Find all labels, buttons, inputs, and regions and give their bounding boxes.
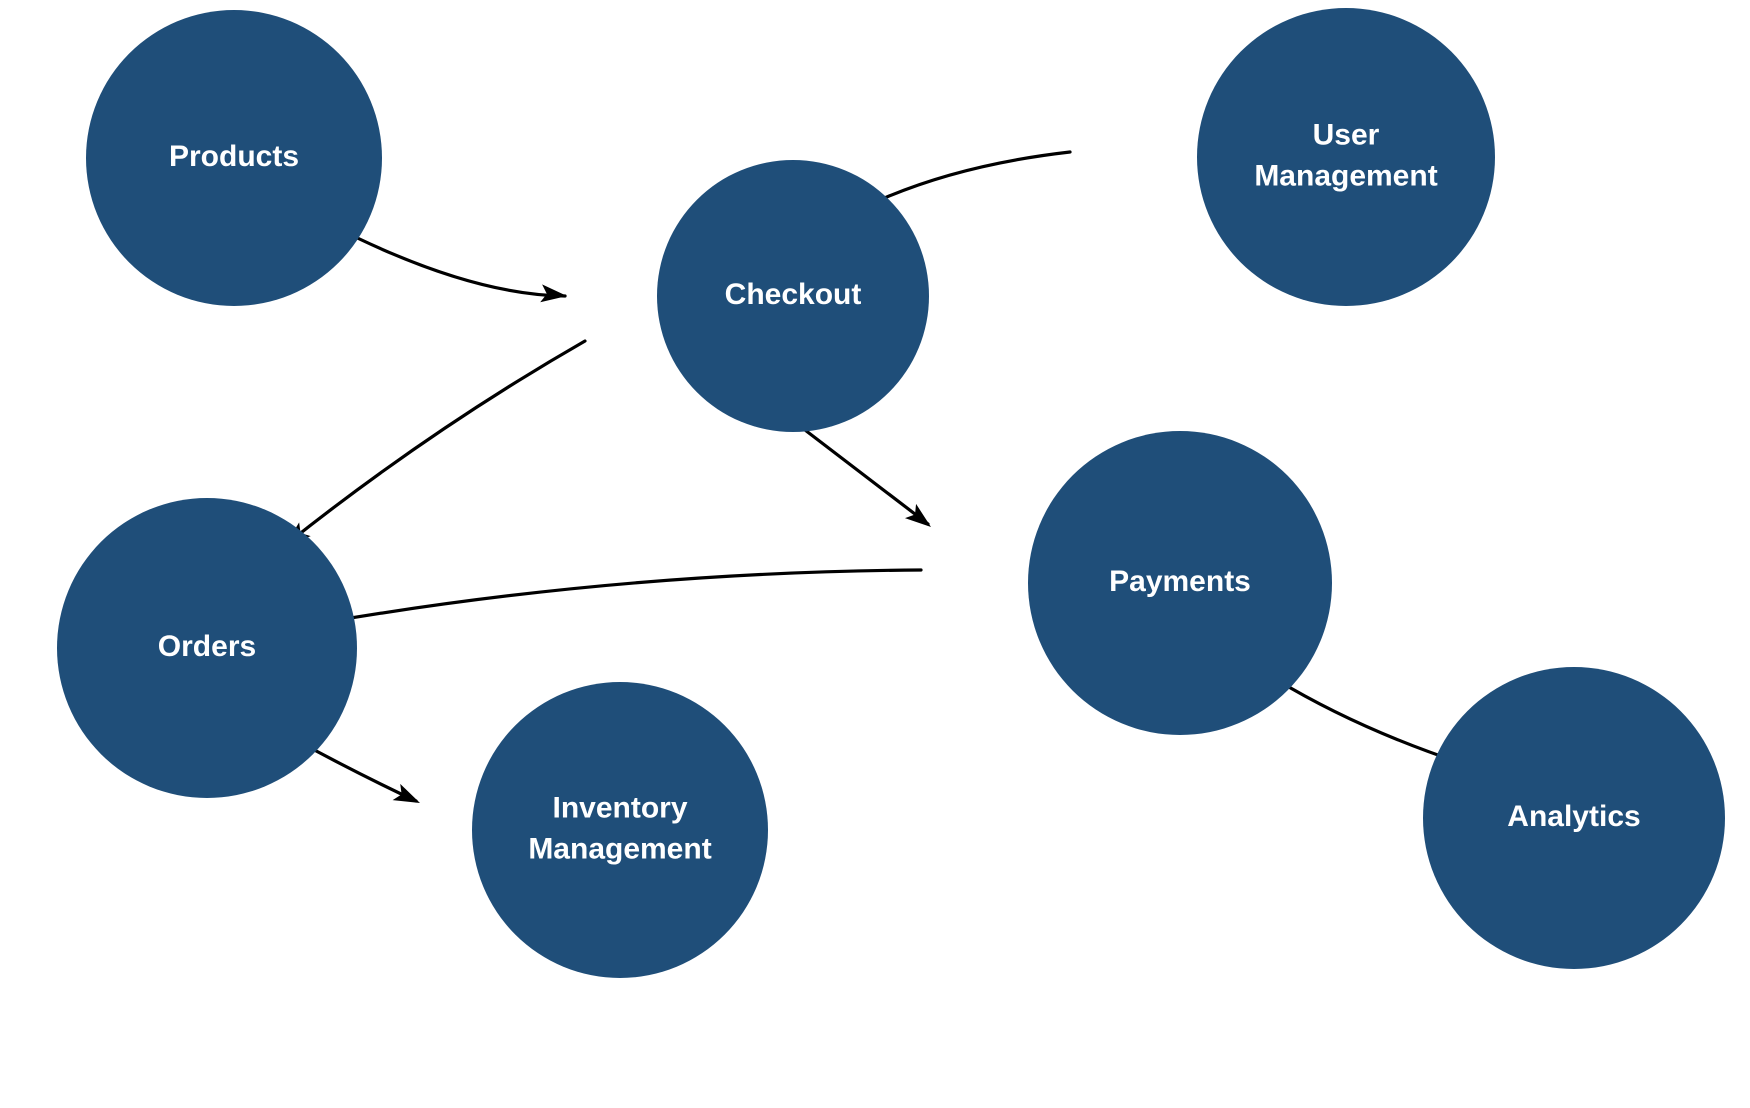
edge-arrowhead-icon	[540, 284, 567, 303]
node-label-orders: Orders	[158, 630, 256, 663]
node-label-line: Inventory	[552, 791, 687, 824]
node-label-line: Checkout	[725, 278, 862, 311]
node-label-line: Analytics	[1507, 800, 1640, 833]
node-label-line: Payments	[1109, 565, 1251, 598]
node-circle-payments[interactable]	[1028, 431, 1332, 735]
edge-arrowhead-icon	[392, 783, 420, 803]
node-analytics[interactable]: Analytics	[1423, 667, 1725, 969]
edge-line	[325, 568, 923, 624]
edge-payments-to-orders	[322, 568, 923, 636]
edge-arrowhead-icon	[904, 503, 931, 527]
node-circle-inventory-management[interactable]	[472, 682, 768, 978]
node-label-line: Orders	[158, 630, 256, 663]
edge-products-to-checkout	[335, 226, 567, 303]
edge-checkout-to-orders	[285, 339, 587, 546]
node-label-line: User	[1313, 118, 1380, 151]
edge-line	[286, 339, 587, 545]
node-label-line: Management	[528, 833, 711, 866]
node-label-analytics: Analytics	[1507, 800, 1640, 833]
node-circle-orders[interactable]	[57, 498, 357, 798]
node-label-products: Products	[169, 140, 299, 173]
edge-line	[786, 415, 930, 526]
edge-line	[335, 226, 567, 298]
node-payments[interactable]: Payments	[1028, 431, 1332, 735]
node-label-checkout: Checkout	[725, 278, 862, 311]
node-circle-user-management[interactable]	[1197, 8, 1495, 306]
node-circle-analytics[interactable]	[1423, 667, 1725, 969]
edge-checkout-to-payments	[786, 415, 931, 527]
node-label-payments: Payments	[1109, 565, 1251, 598]
node-checkout[interactable]: Checkout	[657, 160, 929, 432]
node-circle-products[interactable]	[86, 10, 382, 306]
node-circle-checkout[interactable]	[657, 160, 929, 432]
node-products[interactable]: Products	[86, 10, 382, 306]
node-label-line: Management	[1254, 160, 1437, 193]
node-label-line: Products	[169, 140, 299, 173]
node-orders[interactable]: Orders	[57, 498, 357, 798]
